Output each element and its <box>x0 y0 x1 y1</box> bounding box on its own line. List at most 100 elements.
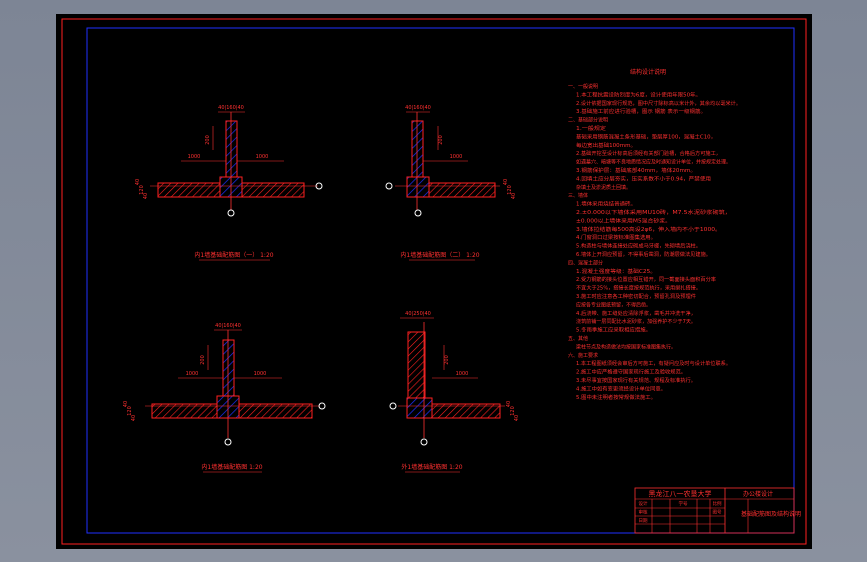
detail-2-wall <box>411 120 424 182</box>
notes-line: 六、施工要求 <box>568 352 598 359</box>
title-block-cell: 图号 <box>713 510 722 516</box>
detail-2-dim-right: 1000 <box>450 154 463 160</box>
notes-line: 5.构造柱与墙体连接处应砌成马牙槎，先砌墙后浇柱。 <box>576 243 701 250</box>
detail-4-caption: 外1墙基础配筋图 1:20 <box>401 463 462 471</box>
detail-1-dim-left: 1000 <box>188 154 201 160</box>
notes-line: 2.±0.000以下墙体采用MU10砖，M7.5水泥砂浆砌筑， <box>576 209 731 216</box>
detail-2-dims-top: 40|160|40 <box>405 105 431 111</box>
notes-line: 3.基础施工前应进行验槽，图示 钢筋 表示一级钢筋。 <box>576 108 706 115</box>
detail-1-dim-v1: 200 <box>205 135 211 145</box>
notes-line: 4.回填土应分层夯实，压实系数不小于0.94，严禁使用 <box>576 175 711 182</box>
detail-4-axis-bubble-bottom <box>420 438 428 446</box>
notes-line: 3.未尽事宜按国家现行有关规范、规程及标准执行。 <box>576 377 696 384</box>
notes-line: 2.设计依据国家现行规范，图中尺寸除标高以米计外，其余均以毫米计。 <box>576 100 741 107</box>
detail-4-footing-core <box>406 397 433 419</box>
notes-line: 基础采用钢筋混凝土条形基础，垫层厚100，混凝土C10， <box>576 133 716 140</box>
notes-line: 2.基础开挖至设计标高后须经有关部门验槽，合格后方可施工， <box>576 150 721 157</box>
notes-line: 3.钢筋保护层：基础底部40mm，墙体20mm。 <box>576 167 696 174</box>
detail-1-wall <box>225 120 238 182</box>
notes-line: 杂填土及淤泥质土回填。 <box>576 184 631 191</box>
detail-4-dim-side-2: 120 <box>510 406 516 416</box>
notes-line: 4.门窗洞口过梁按标准图集选用。 <box>576 234 656 241</box>
title-block-cell: 学号 <box>679 500 688 507</box>
sheet-outer-frame <box>61 18 807 545</box>
notes-line: 五、其他 <box>568 335 588 342</box>
detail-4: 40|250|40 1000 200 40 120 40 外1墙基础配筋图 1:… <box>389 311 520 473</box>
detail-3-dim-side-1: 40 <box>123 401 129 407</box>
detail-2-footing-core <box>406 176 430 198</box>
detail-1-dim-side-2: 120 <box>139 185 145 195</box>
detail-3-axis-bubble-bottom <box>224 438 232 446</box>
notes-line: 5.图中未注明者按常规做法施工。 <box>576 394 656 401</box>
notes-line: 6.墙体上开洞应预留，不得事后凿洞，防潮层做法见建施。 <box>576 251 711 258</box>
notes-line: 1.混凝土强度等级：基础C25。 <box>576 268 656 275</box>
sheet-background <box>56 14 812 549</box>
detail-3-caption: 内1墙基础配筋图 1:20 <box>201 463 262 471</box>
detail-1: 40|160|40 1000 1000 200 40 120 40 内1墙基础配… <box>135 105 323 261</box>
notes-line: 4.施工中如有变更须经设计单位同意。 <box>576 385 666 392</box>
detail-4-dim-right: 1000 <box>456 371 469 377</box>
notes-line: 每边宽出基础100mm。 <box>576 142 636 149</box>
detail-1-dim-side-3: 40 <box>143 193 149 199</box>
title-block-cell: 比例 <box>713 500 722 507</box>
title-block-cell: 审核 <box>639 509 648 516</box>
notes-title: 结构设计说明 <box>630 68 666 76</box>
detail-2-axis-bubble-bottom <box>414 209 422 217</box>
detail-4-dims-top: 40|250|40 <box>405 311 431 317</box>
title-block-cell: 设计 <box>639 500 648 507</box>
title-block-drawing-title: 基础配筋图及结构说明 <box>741 510 801 518</box>
notes-line: 1.墙体采用烧结普通砖。 <box>576 201 636 208</box>
title-block-frame <box>634 487 795 534</box>
detail-4-dim-side-1: 40 <box>506 401 512 407</box>
detail-1-dims-top: 40|160|40 <box>218 105 244 111</box>
notes-line: 二、基础部分说明 <box>568 117 608 124</box>
detail-3-dims-top: 40|160|40 <box>215 323 241 329</box>
detail-2-dim-side-3: 40 <box>511 193 517 199</box>
detail-2-dim-side-1: 40 <box>503 179 509 185</box>
detail-2-dim-v1: 200 <box>438 135 444 145</box>
title-block-project: 办公楼设计 <box>743 490 773 498</box>
detail-3-dim-v1: 200 <box>200 355 206 365</box>
title-block-cell: 日期 <box>639 518 648 524</box>
notes-line: 一、一般说明 <box>568 83 598 90</box>
notes-line: 5.冬雨季施工应采取相应措施。 <box>576 327 651 334</box>
notes-line: 如遇墓穴、暗塘等不良地质情况应及时通知设计单位，并按规定处理。 <box>576 159 731 166</box>
detail-1-axis-bubble-bottom <box>227 209 235 217</box>
notes-line: 四、混凝土部分 <box>568 259 603 266</box>
detail-1-dim-side-1: 40 <box>135 179 141 185</box>
detail-2: 40|160|40 1000 200 40 120 40 内1墙基础配筋图（二）… <box>385 105 517 261</box>
notes-line: 2.施工中应严格遵守国家现行施工及验收规范。 <box>576 369 686 376</box>
detail-2-dim-side-2: 120 <box>507 185 513 195</box>
detail-4-dim-v1: 200 <box>444 355 450 365</box>
notes-line: 三、墙体 <box>568 192 588 199</box>
notes-line: 1.本工程抗震设防烈度为6度，设计使用年限50年。 <box>576 91 701 98</box>
detail-3-dim-side-3: 40 <box>131 415 137 421</box>
detail-1-dim-right: 1000 <box>256 154 269 160</box>
detail-3: 40|160|40 1000 1000 200 40 120 40 内1墙基础配… <box>123 323 326 473</box>
detail-2-caption: 内1墙基础配筋图（二） 1:20 <box>400 251 479 259</box>
notes-line: 2.受力钢筋的接头位置应相互错开，同一截面接头面积百分率 <box>576 276 716 283</box>
notes-line: ±0.000以上墙体采用M5混合砂浆。 <box>576 217 671 224</box>
detail-3-dim-side-2: 120 <box>127 406 133 416</box>
detail-4-dim-side-3: 40 <box>514 415 520 421</box>
detail-4-wall <box>407 331 426 399</box>
title-block-school: 黑龙江八一农垦大学 <box>649 489 712 498</box>
detail-4-axis-bubble-left <box>389 402 397 410</box>
notes-line: 1.一般规定 <box>576 125 606 132</box>
detail-3-dim-right: 1000 <box>254 371 267 377</box>
detail-3-axis-bubble-right <box>318 402 326 410</box>
detail-3-dim-left: 1000 <box>186 371 199 377</box>
detail-1-axis-bubble-right <box>315 182 323 190</box>
sheet-inner-frame <box>86 27 795 534</box>
detail-1-caption: 内1墙基础配筋图（一） 1:20 <box>194 251 273 259</box>
notes-line: 3.墙体拉结筋每500高设2φ6，伸入墙内不小于1000。 <box>576 226 721 233</box>
detail-3-wall <box>222 339 235 399</box>
notes-line: 4.后浇带、施工缝处应清除浮浆，凿毛并冲洗干净， <box>576 310 696 317</box>
notes-line: 不宜大于25%，搭接长度按规范执行，采用绑扎搭接。 <box>576 285 701 292</box>
notes-line: 浇筑前铺一层同配比水泥砂浆，加强养护不少于7天。 <box>576 318 696 325</box>
